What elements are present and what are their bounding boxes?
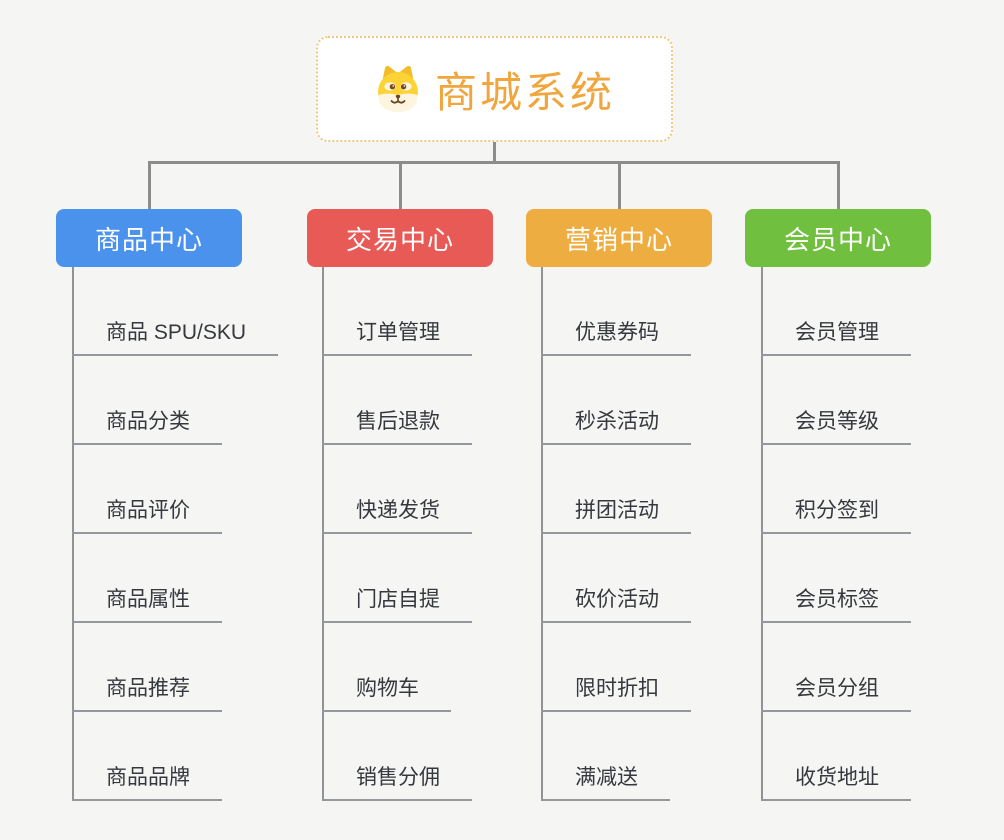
leaf-node[interactable]: 订单管理 [322,267,472,356]
leaf-node[interactable]: 秒杀活动 [541,356,691,445]
leaf-node[interactable]: 商品推荐 [72,623,222,712]
leaf-node[interactable]: 购物车 [322,623,451,712]
leaf-node[interactable]: 会员标签 [761,534,911,623]
leaf-node[interactable]: 限时折扣 [541,623,691,712]
root-node[interactable]: 商城系统 [316,36,673,142]
branch-node-trade[interactable]: 交易中心 [307,209,493,267]
branch-node-products[interactable]: 商品中心 [56,209,242,267]
leaf-node[interactable]: 优惠券码 [541,267,691,356]
leaf-node[interactable]: 快递发货 [322,445,472,534]
branch-children-trade: 订单管理 售后退款 快递发货 门店自提 购物车 销售分佣 [322,267,472,801]
leaf-node[interactable]: 销售分佣 [322,712,472,801]
leaf-node[interactable]: 砍价活动 [541,534,691,623]
leaf-node[interactable]: 满减送 [541,712,670,801]
branch-node-members[interactable]: 会员中心 [745,209,931,267]
branch-children-members: 会员管理 会员等级 积分签到 会员标签 会员分组 收货地址 [761,267,911,801]
branch-node-marketing[interactable]: 营销中心 [526,209,712,267]
branch-children-marketing: 优惠券码 秒杀活动 拼团活动 砍价活动 限时折扣 满减送 [541,267,691,801]
leaf-node[interactable]: 收货地址 [761,712,911,801]
leaf-node[interactable]: 商品品牌 [72,712,222,801]
connector-drop [617,161,621,210]
leaf-node[interactable]: 商品分类 [72,356,222,445]
connector-bus [147,161,840,164]
leaf-node[interactable]: 积分签到 [761,445,911,534]
leaf-node[interactable]: 会员管理 [761,267,911,356]
leaf-node[interactable]: 售后退款 [322,356,472,445]
leaf-node[interactable]: 拼团活动 [541,445,691,534]
leaf-node[interactable]: 商品属性 [72,534,222,623]
leaf-node[interactable]: 门店自提 [322,534,472,623]
root-title: 商城系统 [434,68,615,116]
branch-children-products: 商品 SPU/SKU 商品分类 商品评价 商品属性 商品推荐 商品品牌 [72,267,279,801]
branch-trunk-line [761,267,763,801]
leaf-node[interactable]: 会员等级 [761,356,911,445]
connector-drop [836,161,840,210]
leaf-node[interactable]: 商品评价 [72,445,222,534]
branch-trunk-line [322,267,324,801]
leaf-node[interactable]: 会员分组 [761,623,911,712]
connector-drop [147,161,151,210]
leaf-node[interactable]: 商品 SPU/SKU [72,267,279,356]
connector-drop [398,161,402,210]
branch-trunk-line [72,267,74,801]
branch-trunk-line [541,267,543,801]
dog-face-icon [377,65,418,112]
connector-root-stem [493,141,496,163]
